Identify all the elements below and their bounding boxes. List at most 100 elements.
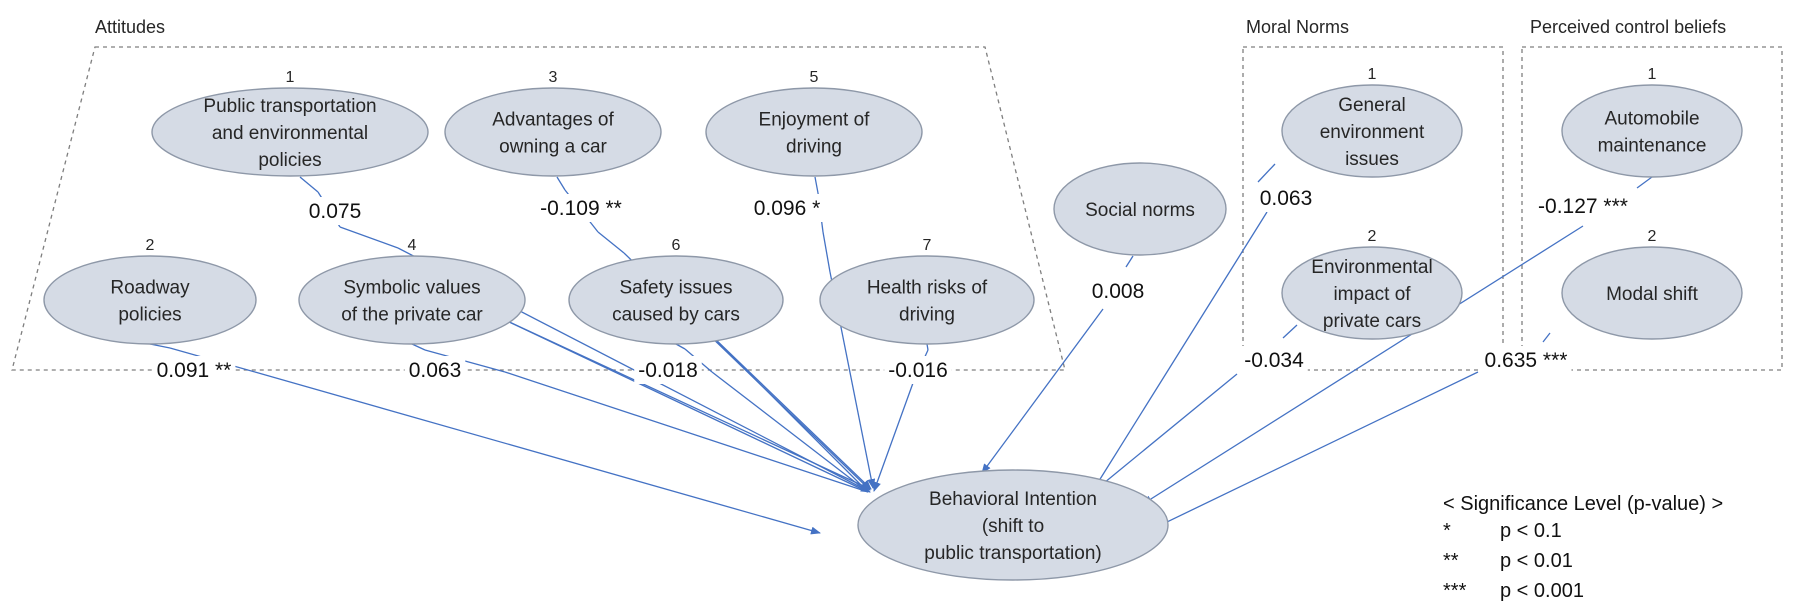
legend-title: < Significance Level (p-value) > [1443, 493, 1723, 515]
attitude-node-7-shape [819, 255, 1035, 345]
attitude-coef-5-bg [749, 194, 825, 222]
moral-1-edge-lead [1257, 163, 1276, 183]
moral-norm-node-2-shape [1281, 246, 1463, 340]
attitude-node-1-label-line-2: and environmental [212, 123, 368, 144]
legend-symbol-3: *** [1443, 580, 1467, 602]
attitude-node-7: Health risks of driving 7 [819, 237, 1035, 345]
attitude-coef-7: -0.016 [888, 359, 948, 382]
attitude-node-2-shape [43, 255, 257, 345]
attitude-node-5-label-line-1: Enjoyment of [759, 110, 871, 131]
attitude-node-5-shape [705, 87, 923, 177]
attitude-edge-5-seg-2 [822, 231, 831, 273]
moral-norm-node-2-label-line-1: Environmental [1311, 257, 1432, 278]
attitude-coef-3: -0.109 ** [540, 197, 622, 220]
attitude-edge-3-seg-0 [556, 176, 566, 191]
moral-norm-node-1-shape [1281, 84, 1463, 178]
attitude-coef-5: 0.096 * [754, 197, 821, 220]
attitude-edge-1-seg-2 [339, 226, 399, 249]
control-1-edge [1142, 225, 1584, 505]
behavioral-intention-node-shape [857, 469, 1169, 581]
attitude-edge-6-seg-3 [711, 335, 869, 493]
attitude-number-3: 3 [549, 69, 558, 86]
social-norms-node-label-line-1: Social norms [1085, 200, 1195, 221]
attitude-coef-2-bg [152, 356, 236, 384]
control-coef-1: -0.127 *** [1538, 195, 1628, 218]
behavioral-intention-node-label-line-1: Behavioral Intention [929, 489, 1097, 510]
moral-norm-node-1-label-line-3: issues [1345, 149, 1399, 170]
attitude-node-7-label-line-2: driving [899, 305, 955, 326]
attitude-node-2-label-line-2: policies [118, 305, 181, 326]
attitude-node-4-label-line-1: Symbolic values [343, 278, 480, 299]
moral-norm-node-2-label-line-2: impact of [1333, 284, 1411, 305]
attitudes-group-box [11, 46, 1066, 371]
attitude-node-1-label-line-1: Public transportation [203, 96, 376, 117]
moral-2-edge-lead [1282, 324, 1298, 339]
attitude-node-7-label-line-1: Health risks of [867, 278, 988, 299]
attitude-coef-1: 0.075 [309, 200, 362, 223]
control-node-2-shape [1561, 246, 1743, 340]
control-node-1-shape [1561, 84, 1743, 178]
social-norms-node-shape [1053, 162, 1227, 256]
moral-norm-node-1-label-line-1: General [1338, 95, 1406, 116]
attitude-coef-3-bg [536, 194, 626, 222]
control-coef-1-bg [1534, 192, 1632, 220]
attitude-edge-4-seg-0 [411, 343, 426, 351]
control-node-1-label-line-1: Automobile [1604, 109, 1699, 130]
attitude-node-3-label-line-1: Advantages of [492, 110, 614, 131]
attitude-edge-3-seg-2 [597, 231, 625, 254]
attitude-coef-4-bg [404, 356, 466, 384]
attitude-node-1-label-line-3: policies [258, 150, 321, 171]
legend-text-1: p < 0.1 [1500, 520, 1562, 542]
control-2-edge-lead [1542, 332, 1551, 343]
moral-norm-number-2: 2 [1368, 228, 1377, 245]
control-coef-2: 0.635 *** [1485, 349, 1568, 372]
attitude-node-6-shape [568, 255, 784, 345]
attitude-edge-2-seg-2 [254, 371, 821, 535]
behavioral-intention-node-label-line-2: (shift to [982, 516, 1044, 537]
attitude-edge-4-seg-4 [504, 319, 871, 490]
attitude-edge-4-seg-2 [504, 371, 869, 493]
legend-symbol-1: * [1443, 520, 1451, 542]
social-norms-edge [981, 308, 1104, 474]
edges-layer [149, 163, 1653, 536]
legend-text-2: p < 0.01 [1500, 550, 1573, 572]
attitude-number-1: 1 [286, 69, 295, 86]
attitude-edge-6-seg-4 [711, 335, 872, 490]
social-norms-coef: 0.008 [1092, 280, 1145, 303]
attitude-edge-6-seg-0 [675, 343, 686, 350]
perceived-control-group-box [1521, 46, 1783, 371]
attitude-edge-7-seg-0 [926, 343, 929, 351]
attitude-node-6-label-line-2: caused by cars [612, 305, 740, 326]
moral-norm-coef-2-bg [1240, 346, 1308, 374]
attitude-edge-7-seg-2 [873, 382, 914, 492]
attitude-number-4: 4 [408, 237, 417, 254]
moral-norms-group-box [1242, 46, 1504, 371]
attitude-number-5: 5 [810, 69, 819, 86]
perceived-control-group-title: Perceived control beliefs [1530, 17, 1726, 37]
nodes-layer: Public transportation and environmental po… [43, 66, 1743, 581]
moral-norms-group-title: Moral Norms [1246, 17, 1349, 37]
moral-norm-number-1: 1 [1368, 66, 1377, 83]
social-norms-edge-lead [1125, 255, 1134, 268]
attitude-coef-6: -0.018 [638, 359, 698, 382]
moral-1-edge [1091, 211, 1268, 493]
attitude-node-4-shape [298, 255, 526, 345]
attitudes-group-title: Attitudes [95, 17, 165, 37]
attitude-number-7: 7 [923, 237, 932, 254]
moral-2-edge [1092, 373, 1238, 493]
significance-legend: < Significance Level (p-value) > * p < 0… [1443, 493, 1723, 602]
attitude-node-2-label-line-1: Roadway [110, 278, 190, 299]
control-number-2: 2 [1648, 228, 1657, 245]
attitude-edge-6-seg-2 [711, 371, 869, 493]
